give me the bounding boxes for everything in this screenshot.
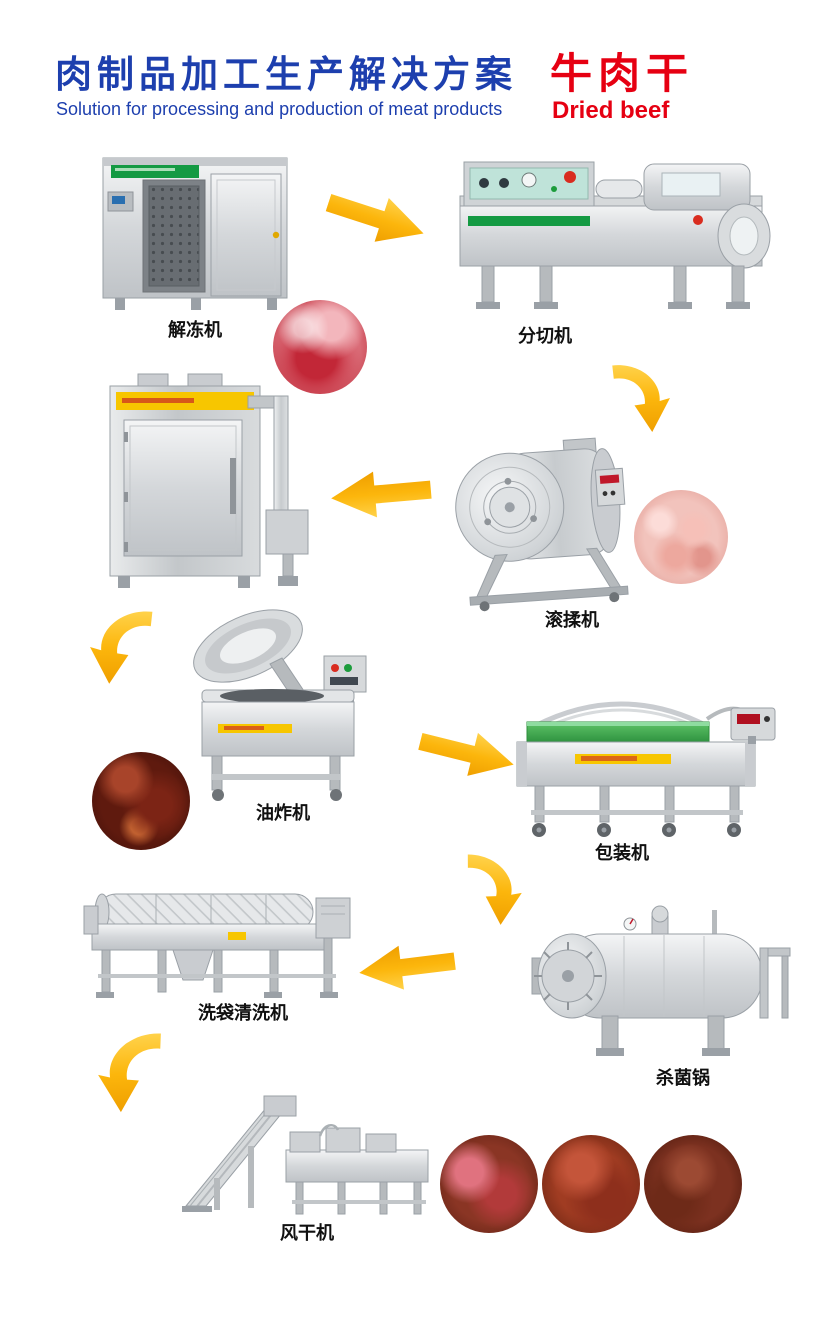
machine-label-thawing: 解冻机 [168,320,222,340]
machine-label-packaging: 包装机 [595,843,649,863]
page-subtitle-en: Solution for processing and production o… [56,99,503,119]
flow-arrow-curved-down-right-icon [444,844,526,933]
flow-arrow-right-icon [413,717,520,789]
marinated-beef-photo [634,490,728,584]
machine-label-bag-washer: 洗袋清洗机 [198,1003,288,1023]
flow-arrow-curved-down-right-icon [596,358,670,438]
tumbler-machine-illustration [441,406,642,615]
bag-washer-machine-illustration [78,872,373,1010]
dried-beef-photo-3 [644,1135,742,1233]
dried-beef-photo-2 [542,1135,640,1233]
sterilizer-machine-illustration [512,898,808,1070]
flow-arrow-left-icon [328,464,434,525]
flow-arrow-curved-down-left-icon [93,1027,187,1117]
machine-label-sterilizer: 杀菌锅 [656,1068,710,1088]
flow-arrow-right-icon [320,178,431,258]
machine-label-dryer: 风干机 [280,1223,334,1243]
smokehouse-machine-illustration [98,362,338,602]
machine-label-tumbler: 滚揉机 [545,610,599,630]
raw-beef-photo [273,300,367,394]
dried-beef-photo-1 [440,1135,538,1233]
flow-arrow-curved-down-left-icon [90,606,170,688]
packaging-machine-illustration [505,692,783,844]
fried-beef-photo [92,752,190,850]
thawing-machine-illustration [95,140,295,320]
dryer-machine-illustration [168,1088,448,1230]
page-title-cn: 肉制品加工生产解决方案 [55,54,517,95]
fryer-machine-illustration [178,598,383,805]
product-name-cn: 牛肉干 [550,50,695,97]
product-name-en: Dried beef [552,97,670,124]
cutting-machine-illustration [448,146,780,318]
machine-label-fryer: 油炸机 [256,803,310,823]
machine-label-cutting: 分切机 [518,326,572,346]
flow-arrow-left-icon [355,936,458,998]
